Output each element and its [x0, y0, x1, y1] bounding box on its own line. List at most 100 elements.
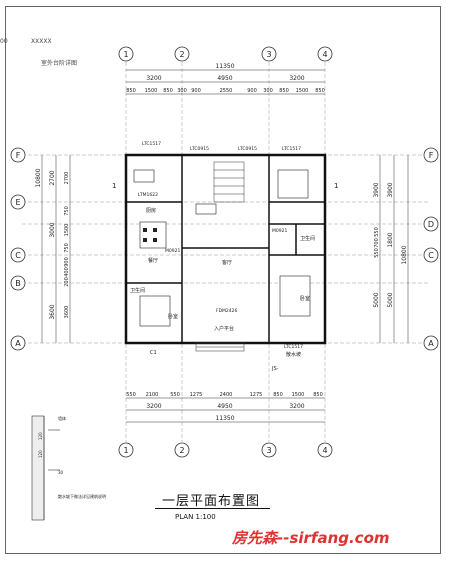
dim-top-r3-5: 2550: [220, 88, 233, 94]
dim-bot-r1-0: 550: [126, 392, 136, 398]
dim-right-total: 10800: [401, 245, 408, 264]
axis-d-right: D: [428, 220, 434, 229]
dim-bot-r1-7: 1500: [292, 392, 305, 398]
interior-walls: [126, 155, 325, 343]
door-labels: M0921 M0921 FDM2426: [165, 228, 287, 314]
win-ltc1517-c: LTC1517: [284, 344, 303, 350]
dim-bot-r1-6: 850: [273, 392, 283, 398]
win-ltc0915-a: LTC0915: [190, 146, 209, 152]
axis-4-top: 4: [322, 50, 327, 59]
dim-left-in-5: 400: [64, 267, 70, 277]
dim-top-r3-1: 1500: [145, 88, 158, 94]
dim-top-r3-4: 900: [191, 88, 201, 94]
dim-left-in-1: 750: [64, 206, 70, 216]
furniture: [133, 169, 311, 327]
watermark: 房先森--sirfang.com: [232, 529, 390, 547]
dim-left-total: 10800: [35, 168, 42, 187]
grid-lines: [22, 62, 430, 442]
dim-right-in-4: 5000: [373, 292, 380, 307]
top-stamp: XXXXX: [31, 38, 52, 45]
dim-bot-r1-5: 1275: [250, 392, 263, 398]
dim-top-r3-10: 850: [315, 88, 325, 94]
win-ltc0915-b: LTC0915: [238, 146, 257, 152]
left-inner: 2700 750 1500 750 900 400 200 3600: [64, 172, 70, 319]
section-mark-right: 1: [334, 182, 338, 190]
section-mark-left: 1: [112, 182, 116, 190]
dim-top-r3-0: 850: [126, 88, 136, 94]
corner-note: 00: [0, 38, 8, 45]
dim-bot-r1-4: 2400: [220, 392, 233, 398]
room-bathroom-left: 卫生间: [130, 287, 145, 294]
door-m0921-b: M0921: [165, 248, 180, 254]
axis-f-left: F: [16, 151, 21, 160]
axis-bubbles-top: 1 2 3 4: [118, 46, 333, 62]
dim-right-outer-1: 1800: [387, 232, 394, 247]
room-bedroom-right: 卧室: [300, 295, 310, 302]
dim-top-total: 11350: [215, 63, 234, 70]
axis-a-right: A: [428, 339, 434, 348]
axis-4-bottom: 4: [322, 446, 327, 455]
detail-note-4: 散水坡下做法详见建筑说明: [58, 493, 106, 499]
wall-detail: [31, 415, 60, 521]
room-dining: 餐厅: [148, 257, 158, 264]
dim-right-in-3: 550: [374, 248, 380, 258]
entry-steps: [195, 342, 245, 352]
detail-note-1: 120: [38, 432, 43, 440]
axis-3-top: 3: [266, 50, 271, 59]
dim-top-r3-2: 850: [163, 88, 173, 94]
axis-a-left: A: [15, 339, 21, 348]
js-label: JS-: [271, 366, 279, 372]
axis-b-left: B: [15, 279, 21, 288]
dim-left-in-2: 1500: [64, 224, 70, 237]
dim-bot-total: 11350: [215, 415, 234, 422]
dim-top-r3-8: 850: [279, 88, 289, 94]
dim-top-r2-1: 3200: [146, 75, 161, 82]
top-dimensions: [126, 69, 325, 95]
dim-right-outer-2: 5000: [387, 292, 394, 307]
dim-bot-r1-8: 850: [313, 392, 323, 398]
dim-left-outer-2: 3600: [49, 304, 56, 319]
stair: [213, 161, 245, 203]
dim-bot-r2-3: 3200: [289, 403, 304, 410]
axis-c-left: C: [15, 251, 21, 260]
axis-bubbles-left: F E C B A: [10, 147, 26, 351]
c1-label: C1: [150, 350, 157, 356]
dim-bot-r1-1: 2100: [146, 392, 159, 398]
stair-detail-title: 室外台阶详图: [41, 60, 78, 67]
door-m0921-a: M0921: [272, 228, 287, 234]
axis-1-top: 1: [123, 50, 128, 59]
right-dimensions: [379, 155, 409, 343]
exterior-walls: [124, 153, 327, 345]
dim-right-outer-0: 3900: [387, 182, 394, 197]
axis-1-bottom: 1: [123, 446, 128, 455]
axis-2-bottom: 2: [179, 446, 184, 455]
dim-left-in-7: 200: [64, 277, 70, 287]
dim-right-in-2: 700: [374, 238, 380, 248]
dim-left-in-4: 900: [64, 257, 70, 267]
room-bathroom-right: 卫生间: [300, 235, 315, 242]
win-ltm1622: LTM1622: [138, 192, 158, 198]
dim-bot-r1-3: 1275: [190, 392, 203, 398]
door-fdm2426: FDM2426: [216, 308, 238, 314]
top-row3: 850 1500 850 300 900 2550 900 300 850 15…: [126, 88, 325, 94]
room-labels: 厨房 餐厅 客厅 卧室 卫生间 卫生间 入户平台 卧室: [130, 207, 315, 332]
furniture-fill: [143, 228, 157, 242]
axis-bubbles-bottom: 1 2 3 4: [118, 442, 333, 458]
dim-left-outer-0: 2700: [49, 170, 56, 185]
detail-note-2: 120: [38, 450, 43, 458]
left-dimensions: [41, 155, 71, 343]
room-living: 客厅: [222, 259, 232, 266]
dim-top-r3-6: 900: [247, 88, 257, 94]
axis-f-right: F: [429, 151, 434, 160]
drawing-frame: [5, 6, 441, 554]
axis-2-top: 2: [179, 50, 184, 59]
detail-note-3: 30: [58, 470, 64, 475]
bottom-row1: 550 2100 550 1275 2400 1275 850 1500 850: [126, 392, 323, 398]
axis-e-left: E: [15, 198, 20, 207]
detail-notes: 墙体 120 120 30 散水坡下做法详见建筑说明: [38, 415, 106, 499]
dim-left-in-0: 2700: [64, 172, 70, 185]
axis-c-right: C: [428, 251, 434, 260]
dim-bot-r2-1: 3200: [146, 403, 161, 410]
dim-top-r2-2: 4950: [217, 75, 232, 82]
